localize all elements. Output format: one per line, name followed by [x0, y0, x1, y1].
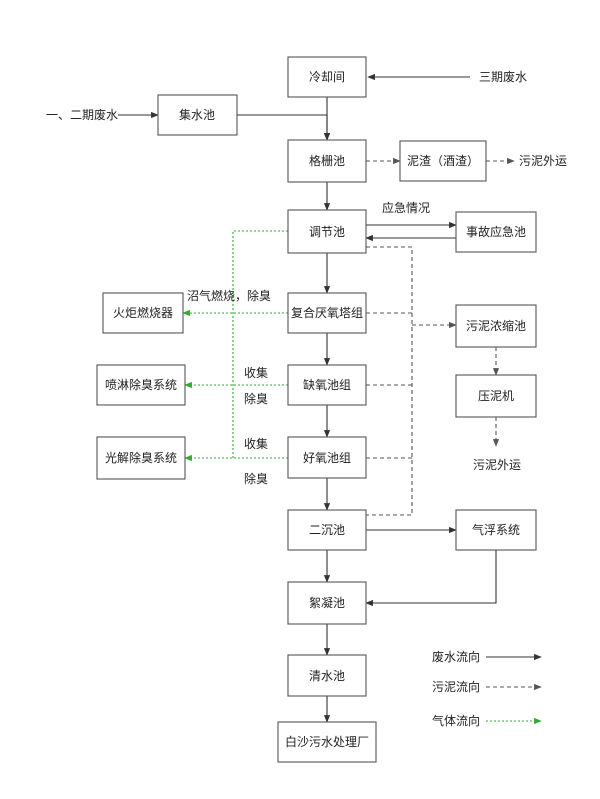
label-deodor-2: 除臭 [244, 471, 268, 486]
svg-text:白沙污水处理厂: 白沙污水处理厂 [285, 734, 369, 749]
label-emergency: 应急情况 [382, 200, 430, 215]
svg-text:二沉池: 二沉池 [309, 523, 345, 537]
node-anoxic-tank[interactable]: 缺氧池组 [287, 364, 367, 406]
label-collect-1: 收集 [244, 365, 268, 380]
node-flocculation-tank[interactable]: 絮凝池 [287, 581, 367, 625]
label-deodor-1: 除臭 [244, 391, 268, 406]
node-composite-anaerobic[interactable]: 复合厌氧塔组 [287, 292, 367, 334]
edge-collection-to-grille [237, 114, 331, 141]
node-secondary-clarifier[interactable]: 二沉池 [287, 509, 367, 551]
svg-text:好氧池组: 好氧池组 [303, 451, 351, 465]
label-sludge-out-1: 污泥外运 [519, 154, 567, 168]
label-phase-one-two-wastewater: 一、二期废水 [46, 107, 118, 122]
node-cooling-room[interactable]: 冷却间 [287, 56, 367, 98]
label-phase-three-wastewater: 三期废水 [479, 69, 527, 84]
svg-text:光解除臭系统: 光解除臭系统 [105, 450, 177, 465]
node-regulating-tank[interactable]: 调节池 [287, 209, 367, 254]
svg-text:集水池: 集水池 [179, 107, 215, 122]
label-collect-2: 收集 [244, 436, 268, 451]
sludge-collector-bus [366, 246, 413, 516]
label-biogas-burn: 沼气燃烧，除臭 [187, 288, 271, 303]
svg-text:气浮系统: 气浮系统 [472, 522, 520, 537]
legend-wastewater-label: 废水流向 [432, 649, 480, 664]
node-filter-press[interactable]: 压泥机 [455, 374, 537, 418]
gas-collector-bus [232, 230, 288, 458]
node-residue[interactable]: 泥渣（酒渣） [399, 140, 487, 182]
svg-text:泥渣（酒渣）: 泥渣（酒渣） [407, 154, 479, 168]
legend: 废水流向 污泥流向 气体流向 [432, 649, 542, 728]
svg-text:缺氧池组: 缺氧池组 [303, 377, 351, 392]
svg-text:格栅池: 格栅池 [309, 153, 345, 168]
node-collection-tank[interactable]: 集水池 [157, 94, 238, 136]
sludge-flow-lines [366, 157, 515, 516]
svg-text:喷淋除臭系统: 喷淋除臭系统 [105, 377, 177, 392]
label-sludge-out-2: 污泥外运 [473, 458, 521, 472]
svg-text:清水池: 清水池 [309, 669, 345, 683]
svg-text:复合厌氧塔组: 复合厌氧塔组 [291, 305, 363, 320]
legend-gas-label: 气体流向 [432, 713, 480, 728]
legend-sludge-label: 污泥流向 [432, 679, 480, 694]
node-clear-water-tank[interactable]: 清水池 [287, 654, 367, 697]
node-wwtp[interactable]: 白沙污水处理厂 [277, 721, 377, 763]
node-air-flotation[interactable]: 气浮系统 [455, 509, 537, 551]
svg-text:冷却间: 冷却间 [309, 70, 345, 84]
node-spray-deodor[interactable]: 喷淋除臭系统 [96, 364, 186, 406]
svg-text:火炬燃烧器: 火炬燃烧器 [113, 305, 173, 320]
svg-text:污泥浓缩池: 污泥浓缩池 [466, 318, 526, 333]
svg-text:调节池: 调节池 [309, 225, 345, 239]
node-photo-deodor[interactable]: 光解除臭系统 [96, 436, 186, 480]
node-torch-burner[interactable]: 火炬燃烧器 [102, 292, 184, 334]
wastewater-flow-lines [118, 73, 497, 723]
node-sludge-thickener[interactable]: 污泥浓缩池 [455, 304, 537, 348]
svg-text:事故应急池: 事故应急池 [466, 224, 526, 239]
edge-flotation-to-flocculation [365, 550, 497, 607]
svg-text:压泥机: 压泥机 [478, 389, 514, 403]
node-emergency-tank[interactable]: 事故应急池 [455, 211, 537, 253]
node-aerobic-tank[interactable]: 好氧池组 [287, 436, 367, 479]
gas-flow-lines [182, 230, 288, 462]
node-grille-tank[interactable]: 格栅池 [287, 139, 367, 183]
svg-text:絮凝池: 絮凝池 [309, 595, 345, 610]
